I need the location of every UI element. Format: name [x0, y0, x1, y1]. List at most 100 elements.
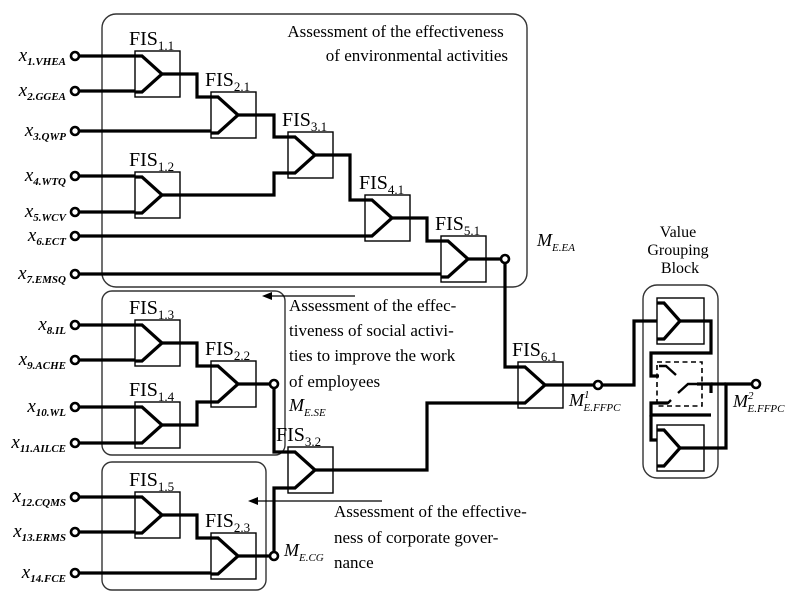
vgb-lower-fis-box	[656, 424, 705, 472]
fis-triangle-icon	[211, 95, 241, 135]
switch-icon	[659, 364, 697, 405]
fis-block-2-2: FIS2.2	[205, 338, 257, 408]
fis-label: FIS1.5	[129, 469, 174, 494]
fis-triangle-icon	[135, 405, 165, 445]
wire-fis41-to-fis51	[392, 216, 441, 243]
fis-label: FIS2.2	[205, 338, 250, 363]
input-x2: x2.GGEA	[18, 80, 81, 103]
input-label: x1.VHEA	[18, 45, 66, 68]
fis-box	[440, 235, 487, 283]
fis-triangle-icon	[135, 54, 165, 94]
fis-triangle-icon	[288, 450, 318, 490]
value-grouping-frame	[642, 284, 719, 479]
input-terminal-node	[69, 85, 81, 97]
input-label: x11.AILCE	[10, 432, 66, 455]
input-x9: x9.ACHE	[18, 349, 81, 372]
input-x8: x8.IL	[37, 314, 81, 337]
fis-label: FIS1.3	[129, 297, 174, 322]
input-x6: x6.ECT	[27, 225, 81, 248]
output-node	[499, 253, 511, 265]
input-label: x13.ERMS	[12, 521, 66, 544]
input-terminal-node	[69, 206, 81, 218]
input-label: x2.GGEA	[18, 80, 66, 103]
fis-block-6-1: FIS6.1	[512, 339, 564, 409]
fis-box	[210, 91, 257, 139]
fis-box	[134, 50, 181, 98]
fis-block-1-5: FIS1.5	[129, 469, 181, 539]
fis-label: FIS4.1	[359, 172, 404, 197]
input-terminal-node	[69, 526, 81, 538]
input-x1: x1.VHEA	[18, 45, 81, 68]
fis-block-2-1: FIS2.1	[205, 69, 257, 139]
wire-switch-to-vgb-lower	[649, 415, 657, 442]
wire-fis14-to-fis22	[162, 400, 211, 427]
fis-block-3-1: FIS3.1	[282, 109, 334, 179]
input-x11: x11.AILCE	[10, 432, 81, 455]
wire-fis11-to-fis21	[162, 72, 211, 99]
input-terminal-node	[69, 268, 81, 280]
output-node	[592, 379, 604, 391]
fis-block-1-4: FIS1.4	[129, 379, 181, 449]
input-terminal-node	[69, 491, 81, 503]
input-label: x3.QWP	[24, 120, 66, 143]
corporate-group-frame	[101, 461, 267, 591]
fis-triangle-icon	[135, 175, 165, 215]
fis-label: FIS1.2	[129, 149, 174, 174]
fis-blocks: FIS1.1FIS2.1FIS3.1FIS1.2FIS4.1FIS5.1FIS1…	[129, 28, 564, 580]
output-label: ME.CG	[283, 540, 324, 564]
fis-box	[134, 319, 181, 367]
input-label: x8.IL	[37, 314, 66, 337]
environmental-group-frame	[101, 13, 528, 288]
fis-triangle-icon	[441, 239, 471, 279]
input-label: x5.WCV	[24, 201, 68, 224]
fis-triangle-icon	[365, 198, 395, 238]
fis-block-4-1: FIS4.1	[359, 172, 411, 242]
fis-label: FIS1.4	[129, 379, 175, 404]
wire-mea-to-fis61	[503, 263, 518, 369]
wire-fis12-to-fis31	[162, 171, 288, 197]
output-node	[750, 378, 762, 390]
fis-triangle-icon	[211, 536, 241, 576]
input-terminal-node	[69, 230, 81, 242]
output-label: ME.EA	[536, 230, 575, 254]
social-group-frame	[101, 290, 286, 456]
fis-block-3-2: FIS3.2	[276, 424, 334, 494]
fis-block-1-1: FIS1.1	[129, 28, 181, 98]
wire-fis21-to-fis31	[238, 113, 288, 139]
input-label: x12.CQMS	[12, 486, 66, 509]
social-group-label: Assessment of the effec- tiveness of soc…	[289, 296, 461, 391]
wire-fis13-to-fis22	[162, 341, 211, 368]
fis-box	[210, 360, 257, 408]
wire-vgb-upper-to-switch-a	[649, 319, 713, 378]
input-terminal-node	[69, 319, 81, 331]
input-terminals: x1.VHEAx2.GGEAx3.QWPx4.WTQx5.WCVx6.ECTx7…	[10, 45, 81, 585]
wire-mse-to-fis32	[272, 388, 288, 454]
corporate-group-label: Assessment of the effective- ness of cor…	[334, 502, 531, 572]
fis-label: FIS3.2	[276, 424, 321, 449]
input-label: x6.ECT	[27, 225, 67, 248]
wire-vgb-to-m2	[680, 382, 752, 450]
fis-box	[134, 171, 181, 219]
fis-box	[517, 361, 564, 409]
social-pointer-arrow	[262, 292, 355, 300]
fis-label: FIS3.1	[282, 109, 327, 134]
input-label: x10.WL	[26, 396, 66, 419]
wire-switch-out-stub	[697, 382, 713, 393]
input-label: x14.FCE	[21, 562, 66, 585]
vgb-lower-fis-triangle	[657, 428, 683, 468]
fis-box	[364, 194, 411, 242]
input-terminal-node	[69, 437, 81, 449]
input-label: x4.WTQ	[24, 165, 66, 188]
output-m-se: ME.SE	[268, 378, 326, 419]
fis-label: FIS6.1	[512, 339, 557, 364]
fis-block-1-2: FIS1.2	[129, 149, 181, 219]
output-m-cg: ME.CG	[268, 540, 324, 564]
input-x14: x14.FCE	[21, 562, 81, 585]
vgb-upper-fis-box	[656, 297, 705, 345]
fis-block-2-3: FIS2.3	[205, 510, 257, 580]
fis-label: FIS1.1	[129, 28, 174, 53]
